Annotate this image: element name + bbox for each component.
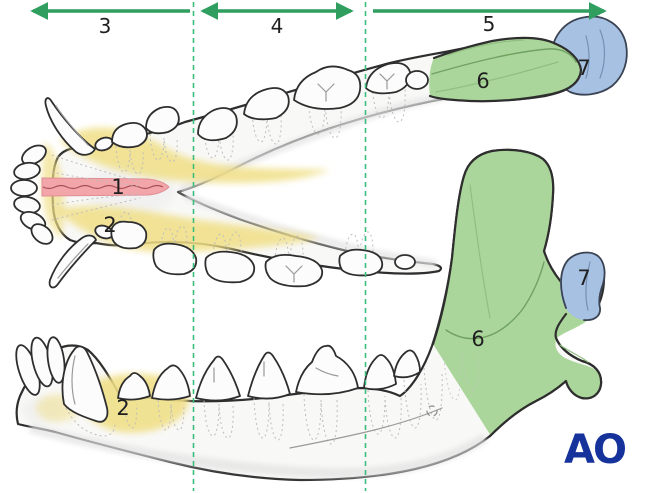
occlusal-ramus-crease-3 (447, 39, 525, 56)
occlusal-canine-upper-line (55, 105, 89, 146)
occlusal-view: 1 2 6 7 (10, 15, 628, 289)
occlusal-canine-lower (48, 234, 97, 289)
lateral-shading-bottom (28, 423, 488, 479)
occlusal-region-1-midline (42, 184, 164, 190)
lateral-ramus-crease-1 (445, 261, 545, 340)
occlusal-canine-lower-line (57, 243, 89, 279)
occlusal-incisors (10, 144, 54, 245)
occlusal-teeth-lower (94, 220, 416, 288)
occlusal-condyle-line-2 (585, 35, 590, 79)
occlusal-condyle-line-1 (599, 29, 606, 79)
occlusal-region-7-label: 7 (577, 56, 590, 80)
occlusal-ramus-crease-1 (431, 48, 577, 75)
lateral-region-7-condyle (560, 252, 605, 321)
lateral-region-7-outline (560, 251, 606, 321)
lateral-ramus-crease-3 (559, 344, 589, 363)
lateral-root-over-green-2 (461, 351, 479, 391)
occlusal-region-1-label: 1 (111, 175, 124, 199)
segment-arrows: 3 4 5 (30, 2, 607, 491)
segment-5-label: 5 (483, 12, 496, 36)
ao-logo: AO (564, 427, 625, 473)
occlusal-teeth-upper (94, 62, 429, 152)
lateral-masseteric-line (289, 407, 443, 449)
lateral-region-6-outline (431, 148, 603, 438)
occlusal-region-1-red-band (41, 177, 170, 197)
segment-3-label: 3 (99, 14, 112, 38)
lateral-canine (61, 345, 109, 423)
lateral-view: 2 6 7 (15, 148, 606, 482)
lateral-condyle-line (585, 261, 591, 311)
lateral-region-7-label: 7 (577, 266, 590, 290)
lateral-incisors (15, 336, 66, 396)
occlusal-ramus-crease-2 (435, 61, 559, 93)
occlusal-region-6-outline (428, 36, 583, 103)
lateral-region-6-label: 6 (471, 327, 484, 351)
lateral-region-2-label: 2 (116, 396, 129, 420)
lateral-root-over-green (443, 357, 461, 401)
segment-4-label: 4 (271, 14, 284, 38)
lateral-mental-foramen (426, 405, 438, 417)
occlusal-region-2-label: 2 (103, 213, 116, 237)
occlusal-canine-upper (44, 97, 96, 156)
occlusal-region-6-label: 6 (476, 69, 489, 93)
lateral-ramus-crease-2 (469, 184, 491, 319)
lateral-canine-line (71, 355, 76, 405)
lateral-teeth (117, 344, 421, 402)
